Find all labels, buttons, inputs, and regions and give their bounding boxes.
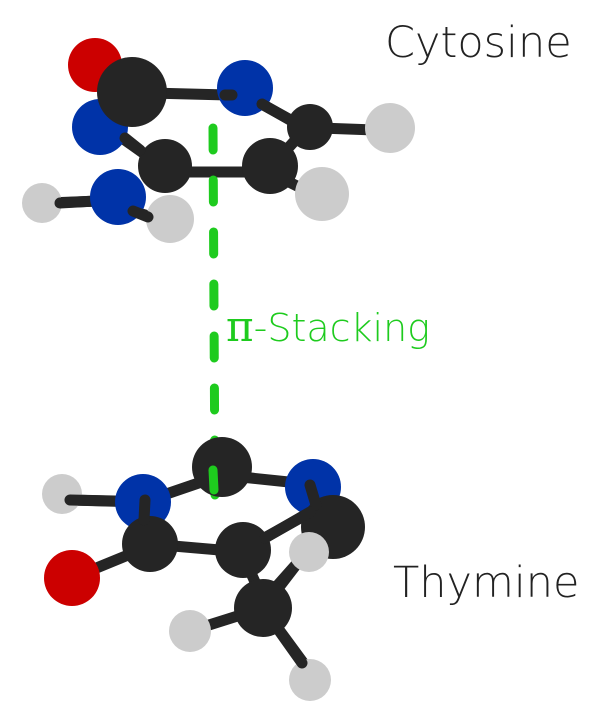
cytosine-molecule [22,38,415,243]
bond [127,205,154,223]
hydrogen-atom [289,659,331,701]
bond [259,506,316,544]
carbon-atom [97,57,167,127]
bond [138,494,151,526]
pi-stacking-text: -Stacking [253,306,430,350]
bond [304,479,322,511]
bond [119,132,146,156]
cytosine-atoms [22,38,415,243]
bond [256,98,296,126]
pi-stacking-label: π-Stacking [226,302,430,351]
carbon-atom [242,138,298,194]
hydrogen-atom [146,195,194,243]
hydrogen-atom [289,532,329,572]
thymine-label: Thymine [393,558,580,608]
carbon-atom [287,104,333,150]
hydrogen-atom [22,183,62,223]
pi-stacking-line [208,123,220,500]
thymine-molecule [42,437,365,701]
carbon-atom [122,516,178,572]
pi-stacking-line-segment [208,465,219,495]
thymine-atoms [42,437,365,701]
carbon-atom [192,437,252,497]
pi-symbol: π [226,302,254,351]
oxygen-atom [44,550,100,606]
hydrogen-atom [169,610,211,652]
bond [54,195,101,209]
hydrogen-atom [295,167,349,221]
hydrogen-atom [42,474,82,514]
carbon-atom [215,522,271,578]
bond [64,494,121,507]
carbon-atom [234,579,292,637]
cytosine-label: Cytosine [385,18,572,68]
carbon-atom [138,139,192,193]
hydrogen-atom [365,103,415,153]
